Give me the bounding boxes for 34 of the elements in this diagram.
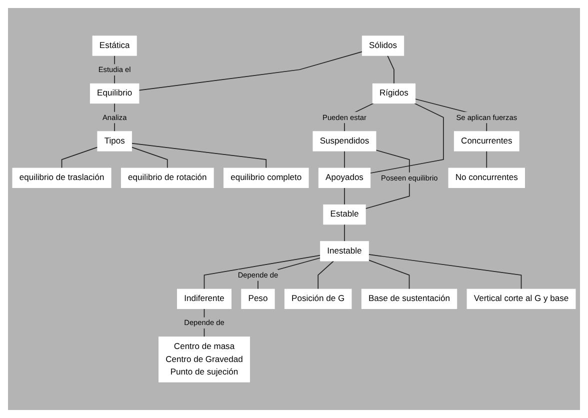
- node-box: Suspendidos: [312, 131, 376, 152]
- connector: [365, 150, 410, 210]
- node-box: Concurrentes: [454, 131, 520, 152]
- node-box: Apoyados: [318, 168, 371, 188]
- node-box: Sólidos: [362, 36, 404, 56]
- connector: [387, 55, 394, 84]
- node-box: Equilibrio: [90, 83, 140, 104]
- connector: [61, 146, 98, 169]
- node-box: No concurrentes: [448, 168, 525, 188]
- connector: [368, 254, 522, 290]
- connector: [318, 260, 334, 290]
- connector: [486, 150, 488, 169]
- connector: [368, 260, 410, 290]
- node-box: Peso: [241, 288, 275, 310]
- connector: [344, 187, 345, 206]
- node-box: Indiferente: [177, 288, 232, 310]
- node-box: equilibrio de rotación: [120, 168, 214, 188]
- connector: [131, 146, 168, 169]
- node-box: equilibrio completo: [223, 168, 309, 188]
- connector: [344, 150, 345, 169]
- connector: [131, 142, 267, 169]
- connector: [344, 224, 345, 242]
- node-box: Vertical corte al G y base: [466, 288, 576, 310]
- connector: [138, 51, 363, 91]
- node-box: Tipos: [97, 131, 132, 152]
- node-box: Posición de G: [284, 288, 352, 310]
- node-box: Estática: [92, 36, 137, 56]
- node-box: Estable: [323, 204, 366, 225]
- connector: [370, 102, 444, 174]
- node-box: Centro de masa Centro de Gravedad Punto de sujeción: [158, 336, 250, 382]
- node-box: Inestable: [320, 241, 369, 262]
- node-box: Base de sustentación: [361, 288, 458, 310]
- node-box: Rígidos: [372, 83, 416, 104]
- node-box: equilibrio de traslación: [12, 168, 112, 188]
